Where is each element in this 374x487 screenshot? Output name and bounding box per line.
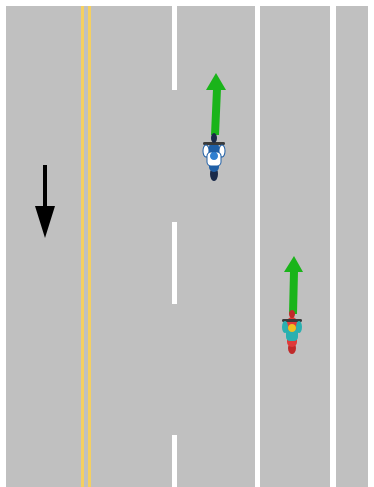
center-line-yellow-left [81,6,84,487]
road-surface-main [6,6,330,487]
lane-dash [172,222,177,304]
road-surface-right [336,6,368,487]
lane-dash [172,6,177,90]
lane-dash [172,435,177,487]
center-line-yellow-right [88,6,91,487]
solid-lane-line [255,6,260,487]
